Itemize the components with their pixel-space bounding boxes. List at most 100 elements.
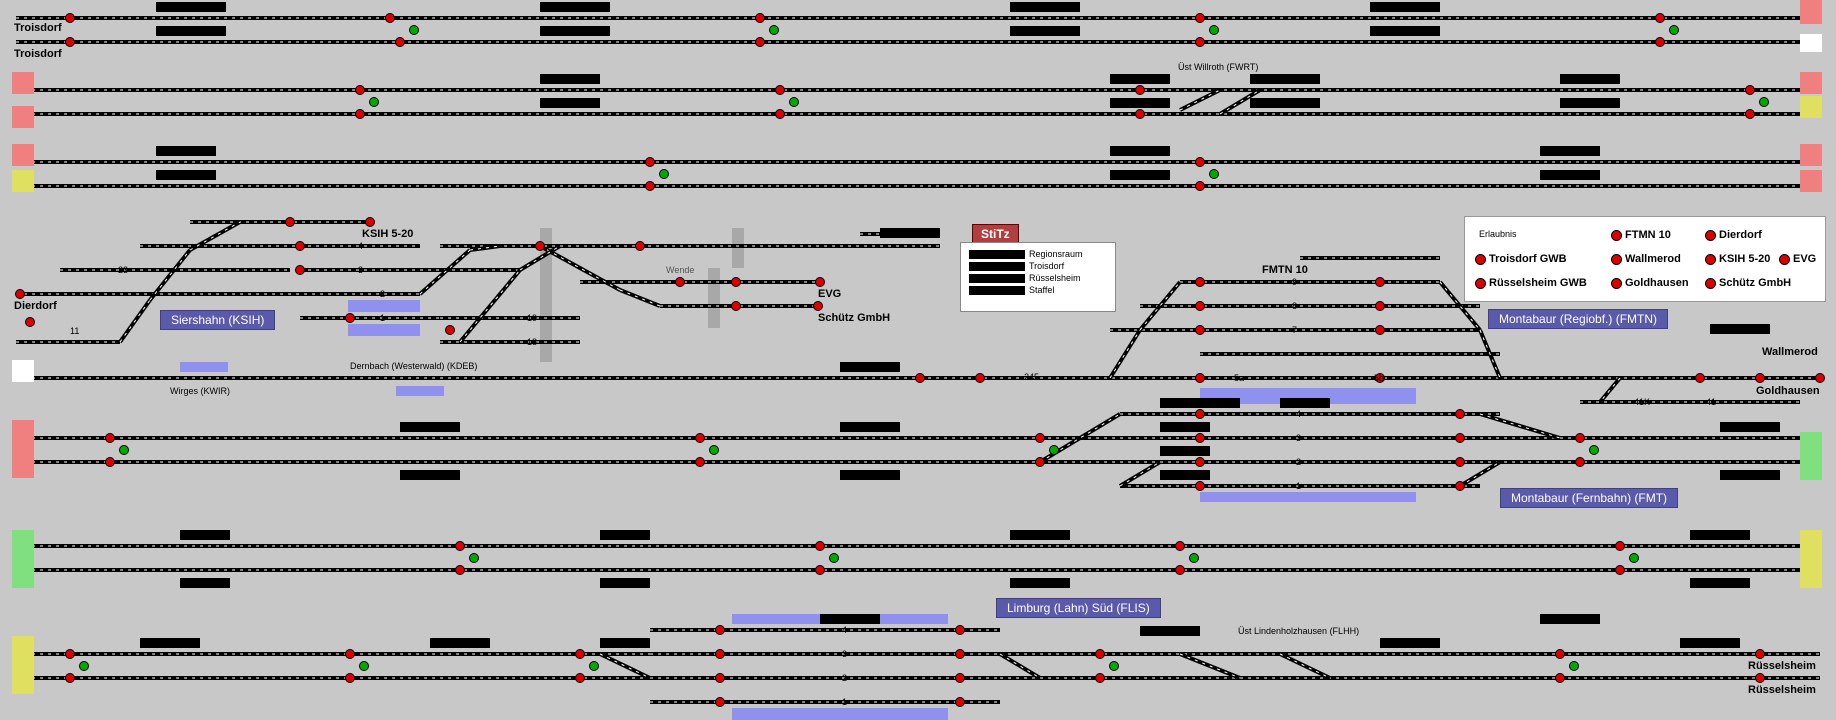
track-segment-marks [119, 299, 151, 343]
station-wallmerod[interactable]: Wallmerod [1762, 346, 1818, 358]
signal-icon [769, 25, 779, 35]
signal-icon [1195, 457, 1205, 467]
signal-icon [589, 661, 599, 671]
signal-icon [813, 301, 823, 311]
signal-icon [285, 217, 295, 227]
signal-icon [369, 97, 379, 107]
area-montabaur-fern[interactable]: Montabaur (Fernbahn) (FMT) [1500, 488, 1679, 508]
signal-icon [295, 265, 305, 275]
block-indicator [1690, 578, 1750, 588]
signal-icon [1455, 433, 1465, 443]
track-41: 41 [1706, 397, 1717, 407]
signal-icon [1135, 109, 1145, 119]
track-segment-marks [1109, 329, 1141, 379]
signal-icon [815, 541, 825, 551]
platform-area [180, 362, 228, 372]
signal-icon [1705, 253, 1716, 265]
block-indicator [1110, 146, 1170, 156]
station-troisdorf-1[interactable]: Troisdorf [14, 22, 62, 34]
signal-icon [1375, 301, 1385, 311]
signal-icon [1035, 457, 1045, 467]
signal-icon [1195, 181, 1205, 191]
station-troisdorf-2[interactable]: Troisdorf [14, 48, 62, 60]
bridge-area [540, 228, 552, 362]
signal-icon [1475, 253, 1486, 265]
signal-icon [659, 169, 669, 179]
signal-icon [715, 697, 725, 707]
signal-icon [1195, 277, 1205, 287]
perm-schuetz: Schütz GmbH [1719, 277, 1792, 289]
signal-icon [1195, 481, 1205, 491]
signal-icon [775, 85, 785, 95]
perm-wallmerod: Wallmerod [1625, 253, 1681, 265]
platform-area [732, 708, 948, 720]
signal-icon [359, 661, 369, 671]
signal-icon [1555, 673, 1565, 683]
track-segment [998, 652, 1042, 680]
area-siershahn[interactable]: Siershahn (KSIH) [160, 310, 276, 330]
permission-legend: Erlaubnis FTMN 10 Dierdorf Troisdorf GWB… [1464, 216, 1826, 302]
signal-icon [535, 241, 545, 251]
track-segment-marks [469, 245, 501, 251]
perm-ksih: KSIH 5-20 [1719, 253, 1771, 265]
signal-icon [1569, 661, 1579, 671]
platform-area [1200, 388, 1416, 404]
signal-icon [1209, 169, 1219, 179]
signal-icon [1095, 649, 1105, 659]
signal-icon [15, 289, 25, 299]
track-3: 3 [358, 265, 364, 275]
area-limburg[interactable]: Limburg (Lahn) Süd (FLIS) [996, 598, 1161, 618]
signal-icon [1455, 481, 1465, 491]
line-end-marker [1800, 530, 1822, 588]
signal-icon [755, 13, 765, 23]
signal-icon [1755, 649, 1765, 659]
block-indicator [1680, 638, 1740, 648]
signal-icon [789, 97, 799, 107]
track-m4: 4 [1296, 409, 1302, 419]
bridge-area [708, 268, 720, 328]
block-indicator [1110, 98, 1170, 108]
block-indicator [1010, 26, 1080, 36]
area-montabaur-regio[interactable]: Montabaur (Regiobf.) (FMTN) [1488, 309, 1669, 329]
line-end-marker [1800, 170, 1822, 192]
track-segment-marks [1599, 377, 1621, 403]
signal-icon [105, 433, 115, 443]
signal-icon [1655, 37, 1665, 47]
block-indicator [1710, 324, 1770, 334]
label-dernbach: Dernbach (Westerwald) (KDEB) [350, 361, 478, 371]
signal-icon [1589, 445, 1599, 455]
track-41k: 41K [1634, 397, 1651, 407]
perm-troisdorf-gwb: Troisdorf GWB [1489, 253, 1567, 265]
signal-icon [955, 697, 965, 707]
station-ruesselsheim-2[interactable]: Rüsselsheim [1748, 684, 1816, 696]
signal-icon [455, 565, 465, 575]
signal-icon [1375, 277, 1385, 287]
signal-icon [715, 625, 725, 635]
block-indicator [1140, 626, 1200, 636]
signal-icon [1779, 253, 1790, 265]
station-ruesselsheim-1[interactable]: Rüsselsheim [1748, 660, 1816, 672]
signal-icon [1611, 277, 1622, 289]
signal-icon [955, 625, 965, 635]
signal-icon [1035, 433, 1045, 443]
stitz-title[interactable]: StiTz [972, 224, 1019, 244]
block-indicator [1160, 398, 1240, 408]
signal-icon [1189, 553, 1199, 563]
station-dierdorf[interactable]: Dierdorf [14, 300, 57, 312]
signal-icon [829, 553, 839, 563]
line-end-marker [12, 72, 34, 94]
signal-icon [1611, 229, 1622, 241]
signal-icon [955, 673, 965, 683]
block-indicator [1110, 170, 1170, 180]
perm-ruesselsheim-gwb: Rüsselsheim GWB [1489, 277, 1587, 289]
station-goldhausen[interactable]: Goldhausen [1756, 385, 1820, 397]
block-indicator [540, 98, 600, 108]
track-11: 11 [70, 326, 80, 336]
perm-goldhausen: Goldhausen [1625, 277, 1689, 289]
signal-icon [1629, 553, 1639, 563]
signal-icon [1575, 433, 1585, 443]
track-segment-marks [1179, 653, 1241, 679]
signal-icon [709, 445, 719, 455]
signal-icon [1195, 409, 1205, 419]
